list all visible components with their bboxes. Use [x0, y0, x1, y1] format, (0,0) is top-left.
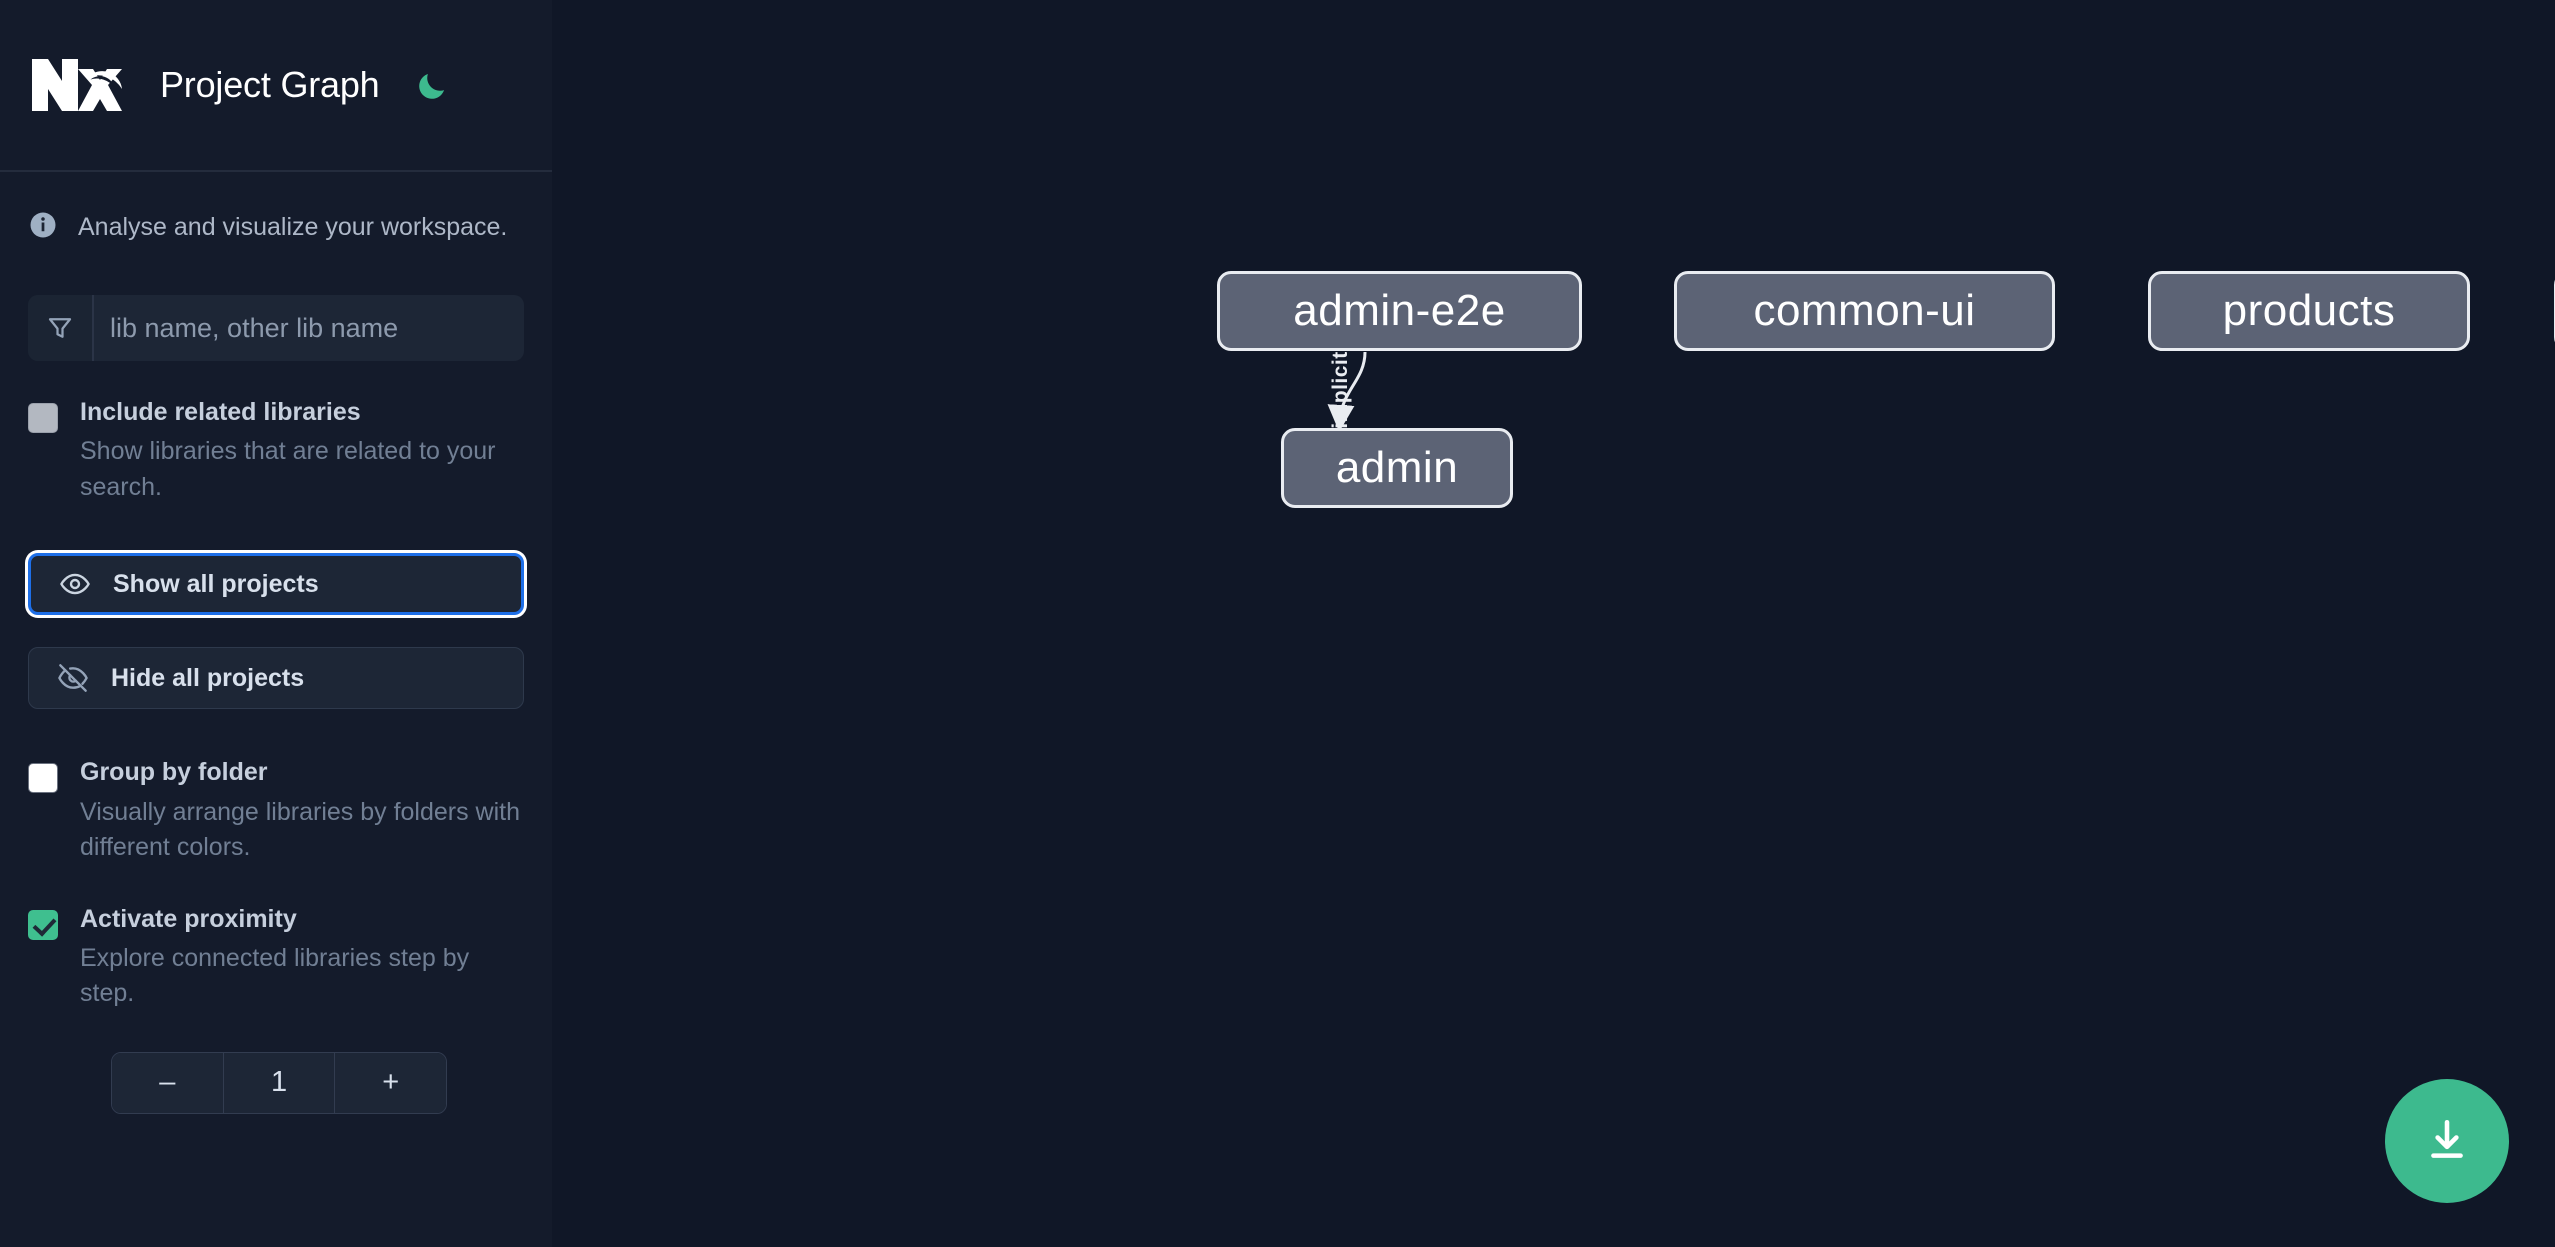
edge-label-implicit-admin: implicit — [1328, 351, 1352, 429]
include-related-libraries-checkbox[interactable] — [28, 403, 58, 433]
group-by-folder-label: Group by folder — [80, 758, 268, 787]
proximity-value: 1 — [222, 1052, 336, 1113]
eye-off-icon — [57, 662, 89, 694]
graph-node-label: products — [2222, 286, 2396, 335]
nx-logo-icon — [28, 55, 124, 115]
sidebar: Project Graph Analyse and visualize your… — [0, 0, 552, 1247]
sidebar-body: Analyse and visualize your workspace. In… — [0, 172, 552, 1114]
graph-node-label: common-ui — [1753, 286, 1976, 335]
eye-icon — [59, 568, 91, 600]
funnel-icon — [28, 295, 94, 361]
hide-all-projects-button[interactable]: Hide all projects — [28, 647, 524, 710]
show-all-projects-button[interactable]: Show all projects — [28, 553, 524, 616]
activate-proximity-label: Activate proximity — [80, 904, 297, 933]
graph-node-label: admin-e2e — [1293, 286, 1506, 335]
edge-admin-e2e-to-admin — [1327, 351, 1367, 432]
moon-icon[interactable] — [412, 65, 452, 105]
option-activate-proximity[interactable]: Activate proximity Explore connected lib… — [0, 904, 552, 1012]
option-group-by-folder[interactable]: Group by folder Visually arrange librari… — [0, 757, 552, 865]
group-by-folder-checkbox[interactable] — [28, 763, 58, 794]
show-all-projects-label: Show all projects — [113, 569, 319, 598]
activate-proximity-checkbox[interactable] — [28, 909, 58, 940]
graph-node-common-ui[interactable]: common-ui — [1674, 271, 2055, 351]
graph-node-products[interactable]: products — [2148, 271, 2470, 351]
proximity-decrement-button[interactable]: – — [112, 1052, 223, 1113]
project-graph-canvas[interactable]: admin-e2e common-ui products store-e2e a… — [552, 0, 2555, 1247]
download-icon — [2422, 1115, 2472, 1168]
page-title: Project Graph — [160, 64, 380, 105]
hide-all-projects-label: Hide all projects — [111, 663, 305, 692]
tagline-text: Analyse and visualize your workspace. — [78, 213, 508, 241]
proximity-stepper: – 1 + — [111, 1051, 447, 1114]
filter-search-bar — [28, 295, 524, 361]
option-include-related-libraries[interactable]: Include related libraries Show libraries… — [0, 397, 552, 505]
activate-proximity-description: Explore connected libraries step by step… — [80, 943, 470, 1008]
graph-node-admin[interactable]: admin — [1281, 428, 1513, 508]
sidebar-header: Project Graph — [0, 0, 552, 172]
download-button[interactable] — [2385, 1079, 2509, 1203]
include-related-libraries-label: Include related libraries — [80, 398, 361, 426]
search-input[interactable] — [94, 295, 524, 361]
graph-node-admin-e2e[interactable]: admin-e2e — [1217, 271, 1582, 351]
graph-edges — [1327, 351, 1367, 432]
graph-node-label: admin — [1335, 443, 1459, 492]
proximity-increment-button[interactable]: + — [335, 1052, 446, 1113]
info-icon — [28, 210, 58, 245]
workspace-tagline: Analyse and visualize your workspace. — [0, 172, 552, 245]
group-by-folder-description: Visually arrange libraries by folders wi… — [80, 797, 521, 862]
include-related-libraries-description: Show libraries that are related to your … — [80, 437, 496, 501]
